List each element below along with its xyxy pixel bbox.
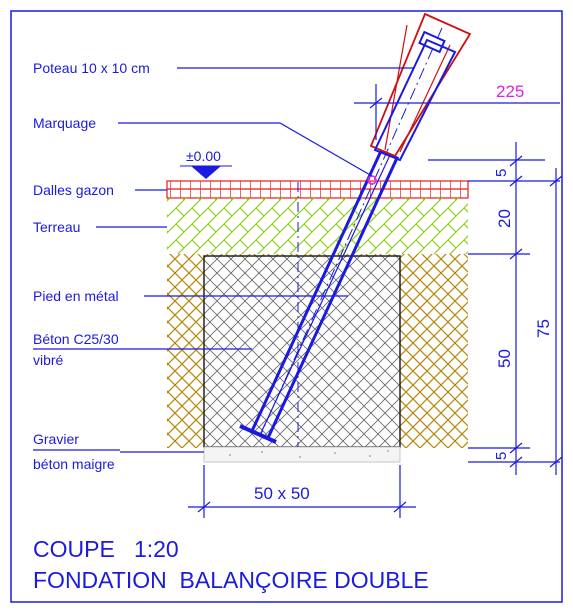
label-beton-2: vibré xyxy=(33,352,64,368)
leader-lines xyxy=(96,67,413,453)
dim-total: 75 xyxy=(534,319,553,338)
wood-post xyxy=(369,12,472,158)
angle-dimension xyxy=(354,84,560,140)
ground-layers xyxy=(166,180,469,463)
dim-footing: 50 x 50 xyxy=(254,484,310,503)
footing-width-dimension xyxy=(188,465,416,518)
dim-beton: 50 xyxy=(495,349,514,368)
title-line-2: FONDATION BALANÇOIRE DOUBLE xyxy=(33,567,429,593)
label-pied: Pied en métal xyxy=(33,288,119,304)
label-level: ±0.00 xyxy=(186,148,221,164)
dim-dalles: 5 xyxy=(493,169,510,177)
soil-layer xyxy=(167,254,468,448)
title-line-1: COUPE 1:20 xyxy=(33,536,179,562)
label-marquage: Marquage xyxy=(33,115,96,131)
vertical-dimensions xyxy=(428,142,563,475)
dim-angle: 225 xyxy=(496,82,524,101)
label-gravier-1: Gravier xyxy=(33,431,79,447)
label-dalles: Dalles gazon xyxy=(33,182,114,198)
concrete-footing xyxy=(203,255,401,448)
dim-gravier: 5 xyxy=(493,452,510,460)
label-poteau: Poteau 10 x 10 cm xyxy=(33,60,150,76)
dim-terreau: 20 xyxy=(495,209,514,228)
label-terreau: Terreau xyxy=(33,219,80,235)
label-gravier-2: béton maigre xyxy=(33,456,115,472)
terreau-layer xyxy=(167,198,468,254)
gravel-layer xyxy=(203,446,401,463)
inclined-post xyxy=(239,12,472,444)
level-marker xyxy=(180,165,232,179)
drawing-frame xyxy=(10,10,563,603)
label-beton-1: Béton C25/30 xyxy=(33,331,119,347)
